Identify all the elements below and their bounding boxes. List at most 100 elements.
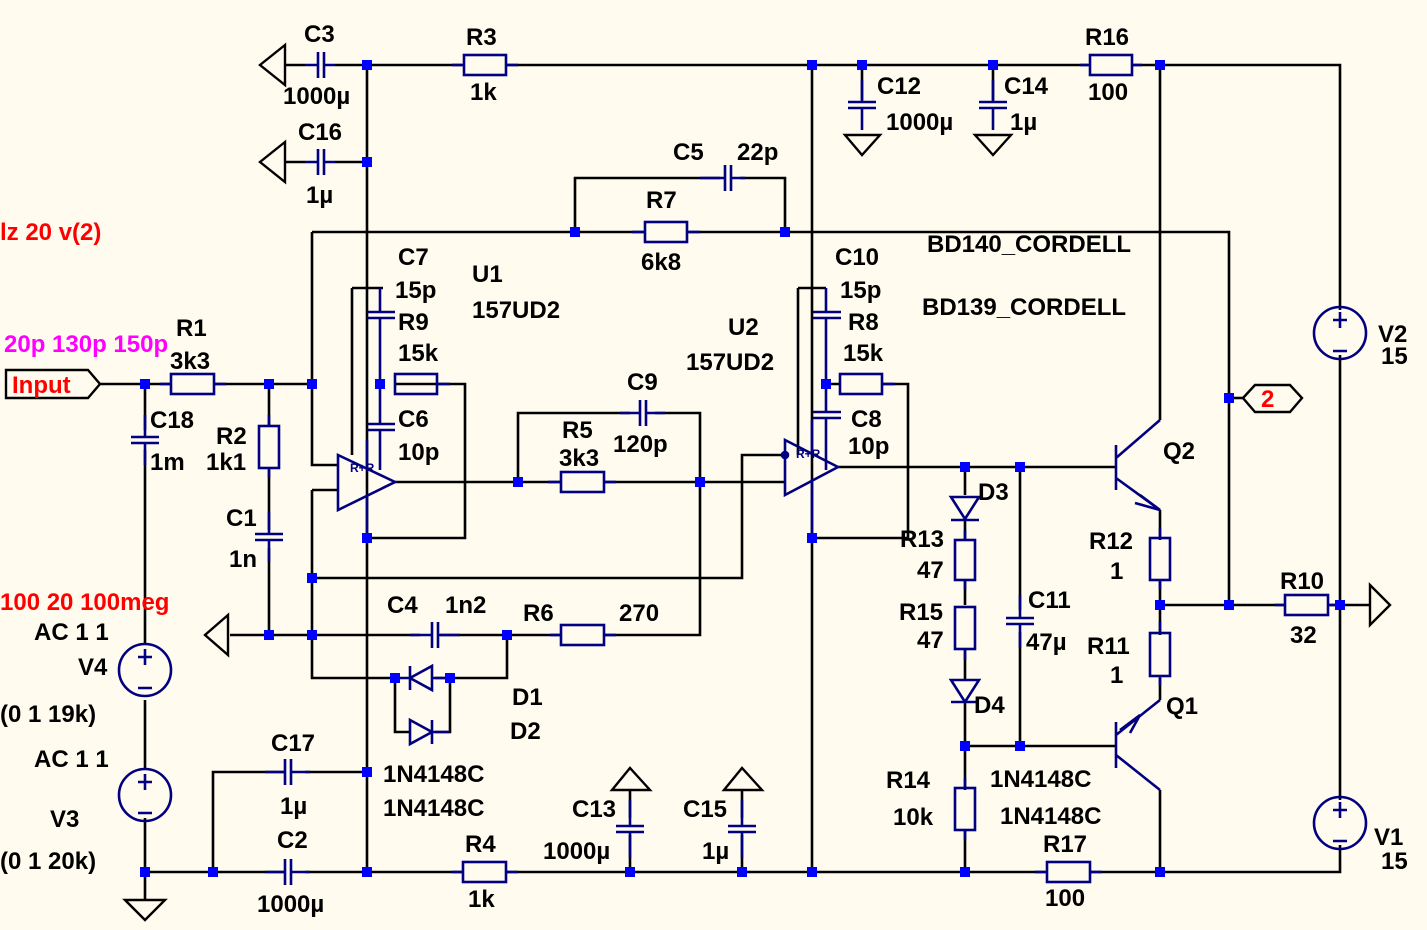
- transistor-Q1: [1114, 698, 1161, 792]
- label-C4-value: 1n2: [445, 592, 486, 619]
- junction-dot: [1155, 867, 1165, 877]
- junction-dot: [307, 379, 317, 389]
- junction-dot: [1015, 741, 1025, 751]
- label-R3-value: 1k: [470, 79, 497, 106]
- junction-dot: [362, 867, 372, 877]
- resistor-R7: [632, 220, 700, 244]
- capacitor-C11: [1006, 595, 1034, 648]
- label-C15-value: 1µ: [702, 838, 729, 865]
- label-C9-name: C9: [627, 369, 658, 396]
- capacitor-C8: [813, 384, 841, 470]
- label-D4-model: 1N4148C: [1000, 803, 1101, 830]
- capacitor-C3: [305, 52, 335, 78]
- junction-dot: [821, 379, 831, 389]
- diode-D2: [408, 717, 450, 747]
- resistor-R15: [953, 605, 977, 660]
- label-R2-value: 1k1: [206, 449, 246, 476]
- junction-dot: [1015, 462, 1025, 472]
- ground-icon: [721, 766, 765, 792]
- step-directive[interactable]: 20p 130p 150p: [4, 331, 168, 358]
- label-Q1-name: Q1: [1166, 693, 1198, 720]
- resistor-R16: [1080, 53, 1142, 77]
- junction-dot: [960, 462, 970, 472]
- junction-dot: [307, 573, 317, 583]
- label-C16-value: 1µ: [306, 182, 333, 209]
- resistor-R10: [1275, 593, 1340, 617]
- junction-dot: [208, 867, 218, 877]
- label-Q2-name: Q2: [1163, 438, 1195, 465]
- label-R8-value: 15k: [843, 340, 884, 367]
- ground-icon: [258, 42, 287, 88]
- label-R10-value: 32: [1290, 622, 1317, 649]
- label-C16-name: C16: [298, 119, 342, 146]
- label-Q2-model: BD140_CORDELL: [927, 231, 1131, 258]
- label-V4-value: (0 1 19k): [0, 701, 96, 728]
- resistor-R1: [160, 372, 226, 396]
- label-R15-value: 47: [917, 627, 944, 654]
- label-R7-value: 6k8: [641, 249, 681, 276]
- label-R4-name: R4: [465, 831, 496, 858]
- label-V3-name: V3: [50, 806, 79, 833]
- label-C7-name: C7: [398, 244, 429, 271]
- label-C12-name: C12: [877, 73, 921, 100]
- label-C17-value: 1µ: [280, 793, 307, 820]
- junction-dot: [780, 227, 790, 237]
- label-V1-name: V1: [1374, 824, 1403, 851]
- label-C11-value: 47µ: [1026, 629, 1067, 656]
- label-U1-name: U1: [472, 261, 503, 288]
- capacitor-C5: [700, 165, 745, 191]
- label-C4-name: C4: [387, 592, 418, 619]
- label-C8-name: C8: [851, 406, 882, 433]
- label-R10-name: R10: [1280, 568, 1324, 595]
- capacitor-C4: [410, 622, 460, 648]
- label-C3-name: C3: [304, 21, 335, 48]
- resistor-R13: [953, 530, 977, 590]
- noise-directive[interactable]: 100 20 100meg: [0, 589, 169, 616]
- input-label: Input: [12, 372, 71, 399]
- label-R12-value: 1: [1110, 558, 1123, 585]
- svg-text:R+R: R+R: [350, 461, 375, 475]
- label-C7-value: 15p: [395, 277, 436, 304]
- junction-dot: [502, 630, 512, 640]
- ground-icon: [842, 133, 883, 157]
- node2-net-label[interactable]: 2: [1241, 383, 1304, 414]
- label-V4-name: V4: [78, 654, 108, 681]
- junction-dot: [1155, 60, 1165, 70]
- label-R11-name: R11: [1087, 633, 1130, 660]
- junction-dot: [807, 533, 817, 543]
- junction-dot: [1224, 600, 1234, 610]
- junction-dot: [390, 673, 400, 683]
- voltage-source-V1: [1312, 795, 1368, 851]
- label-U1-value: 157UD2: [472, 297, 560, 324]
- capacitor-C17: [265, 759, 310, 785]
- svg-text:R+R: R+R: [796, 447, 821, 461]
- junction-dot: [375, 379, 385, 389]
- label-C14-value: 1µ: [1010, 109, 1037, 136]
- label-R3-name: R3: [466, 24, 497, 51]
- capacitor-C18: [131, 415, 159, 465]
- label-C10-name: C10: [835, 244, 879, 271]
- label-C5-value: 22p: [737, 139, 778, 166]
- label-C14-name: C14: [1004, 73, 1049, 100]
- resistor-R4: [452, 860, 518, 884]
- junction-dot: [807, 60, 817, 70]
- label-D1-name: D1: [512, 684, 543, 711]
- label-R14-value: 10k: [893, 804, 934, 831]
- label-R8-name: R8: [848, 309, 879, 336]
- ground-icon: [609, 766, 653, 792]
- label-R1-value: 3k3: [170, 348, 210, 375]
- junction-dot: [513, 477, 523, 487]
- capacitor-C9: [620, 400, 665, 426]
- label-D2-name: D2: [510, 718, 541, 745]
- label-C6-value: 10p: [398, 439, 439, 466]
- voltage-source-V4: [117, 642, 173, 698]
- junction-dot: [362, 533, 372, 543]
- four-directive[interactable]: lz 20 v(2): [0, 219, 101, 246]
- resistor-R9: [393, 372, 450, 396]
- ground-icon: [203, 612, 230, 658]
- ground-icon: [122, 898, 168, 922]
- input-net-label[interactable]: Input: [4, 368, 102, 400]
- label-C5-name: C5: [673, 139, 704, 166]
- junctions: [140, 60, 1345, 877]
